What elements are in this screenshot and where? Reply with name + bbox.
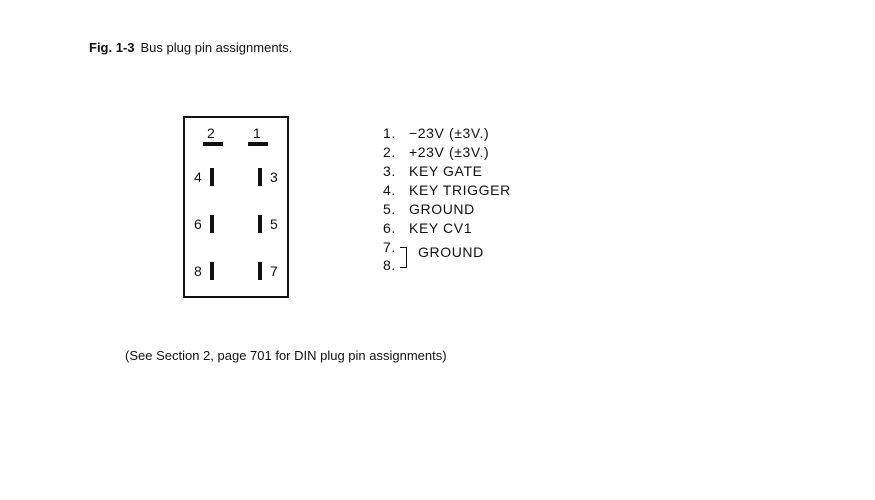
pin-label-2: 2 [207, 125, 215, 141]
pin-label-7: 7 [270, 263, 278, 279]
legend-item-7-8: 7. 8. GROUND [383, 238, 511, 278]
pin-1-bar [248, 142, 268, 146]
legend-text: KEY TRIGGER [409, 182, 511, 198]
pin-8-bar [210, 262, 214, 280]
legend-text: −23V (±3V.) [409, 125, 490, 141]
legend-number: 6. [383, 220, 396, 236]
figure-number: Fig. 1-3 [89, 40, 135, 55]
legend-number: 1. [383, 125, 396, 141]
legend-text: GROUND [409, 201, 475, 217]
pin-5-bar [258, 215, 262, 233]
pin-2-bar [203, 142, 223, 146]
figure-title: Bus plug pin assignments. [140, 40, 293, 55]
grouping-bracket [400, 247, 407, 268]
legend-number-8: 8. [383, 257, 396, 273]
bus-plug-diagram: 2 1 4 3 6 5 8 7 [183, 116, 289, 298]
pin-3-bar [258, 168, 262, 186]
pin-label-6: 6 [194, 216, 202, 232]
legend-item-1: 1. −23V (±3V.) [383, 124, 511, 143]
legend-text: KEY CV1 [409, 220, 473, 236]
legend-text-grouped: GROUND [418, 244, 484, 260]
pin-label-4: 4 [194, 169, 202, 185]
legend-item-3: 3. KEY GATE [383, 162, 511, 181]
pin-7-bar [258, 262, 262, 280]
legend-item-5: 5. GROUND [383, 200, 511, 219]
legend-text: KEY GATE [409, 163, 483, 179]
legend-item-6: 6. KEY CV1 [383, 219, 511, 238]
pin-6-bar [210, 215, 214, 233]
pin-assignment-legend: 1. −23V (±3V.) 2. +23V (±3V.) 3. KEY GATE 4… [383, 124, 511, 278]
legend-number: 5. [383, 201, 396, 217]
legend-number: 3. [383, 163, 396, 179]
pin-label-3: 3 [270, 169, 278, 185]
pin-4-bar [210, 168, 214, 186]
legend-text: +23V (±3V.) [409, 144, 490, 160]
figure-caption: Fig. 1-3 Bus plug pin assignments. [89, 40, 292, 55]
legend-number: 4. [383, 182, 396, 198]
legend-item-2: 2. +23V (±3V.) [383, 143, 511, 162]
pin-label-5: 5 [270, 216, 278, 232]
legend-item-4: 4. KEY TRIGGER [383, 181, 511, 200]
legend-number-7: 7. [383, 239, 396, 255]
footnote: (See Section 2, page 701 for DIN plug pi… [125, 348, 447, 363]
legend-number: 2. [383, 144, 396, 160]
pin-label-8: 8 [194, 263, 202, 279]
pin-label-1: 1 [253, 125, 261, 141]
